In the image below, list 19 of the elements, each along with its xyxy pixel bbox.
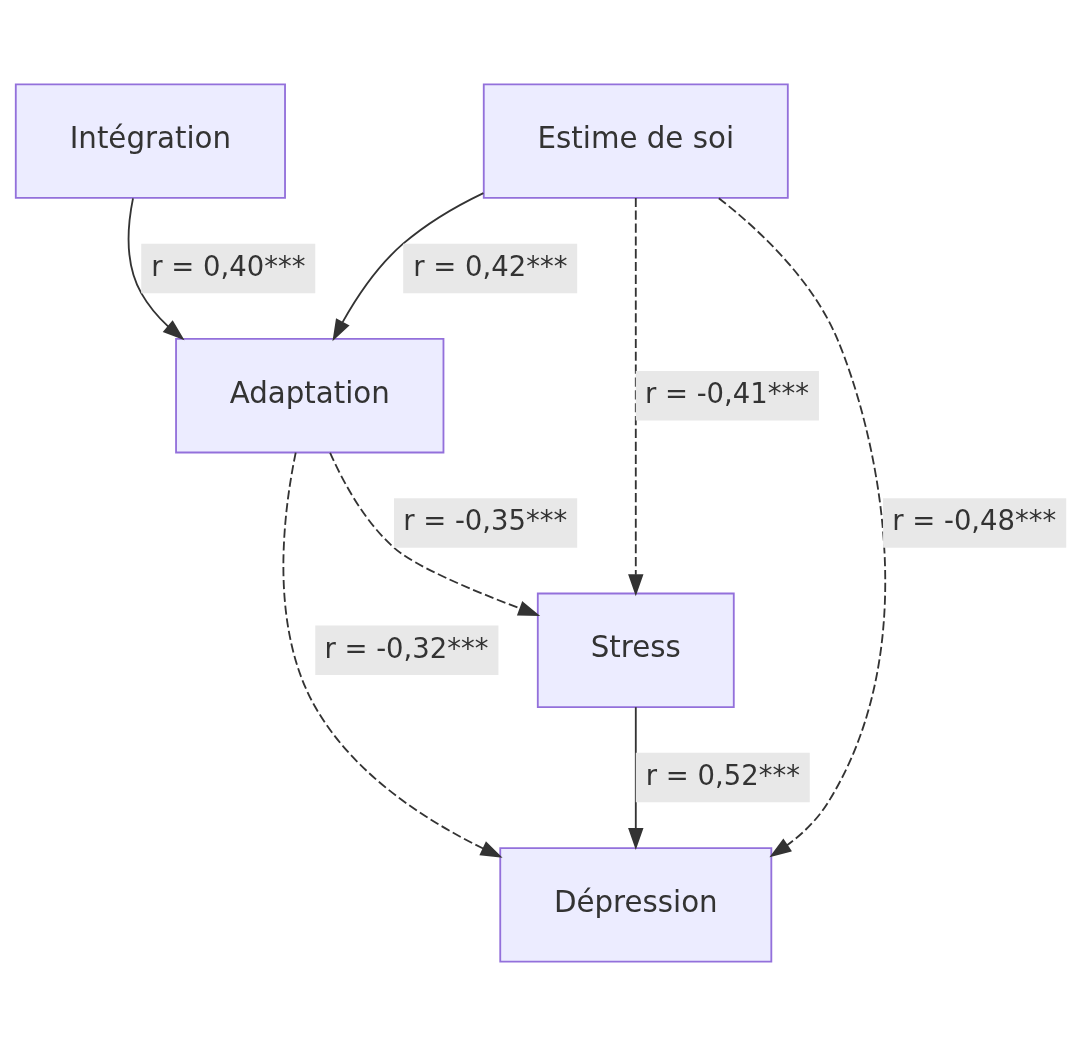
arrow (282, 451, 503, 858)
arrow (717, 196, 887, 857)
edge-label: r = -0,48*** (892, 504, 1057, 536)
edge-label: r = -0,32*** (324, 632, 489, 664)
node-box: Stress (536, 592, 735, 708)
arrow (127, 196, 185, 340)
arrow (628, 705, 644, 850)
node-box: Adaptation (175, 337, 445, 453)
arrow (628, 196, 644, 596)
edge-label: r = 0,40*** (151, 250, 306, 282)
node-box: Estime de soi (482, 82, 789, 199)
node-box: Intégration (14, 82, 286, 199)
edge-label: r = -0,41*** (644, 377, 810, 409)
arrow (332, 191, 485, 341)
arrow (329, 451, 541, 616)
edge-label: r = 0,52*** (645, 759, 800, 791)
edge-label: r = -0,35*** (403, 504, 568, 536)
node-box: Dépression (499, 846, 773, 963)
edge-label: r = 0,42*** (413, 250, 568, 282)
